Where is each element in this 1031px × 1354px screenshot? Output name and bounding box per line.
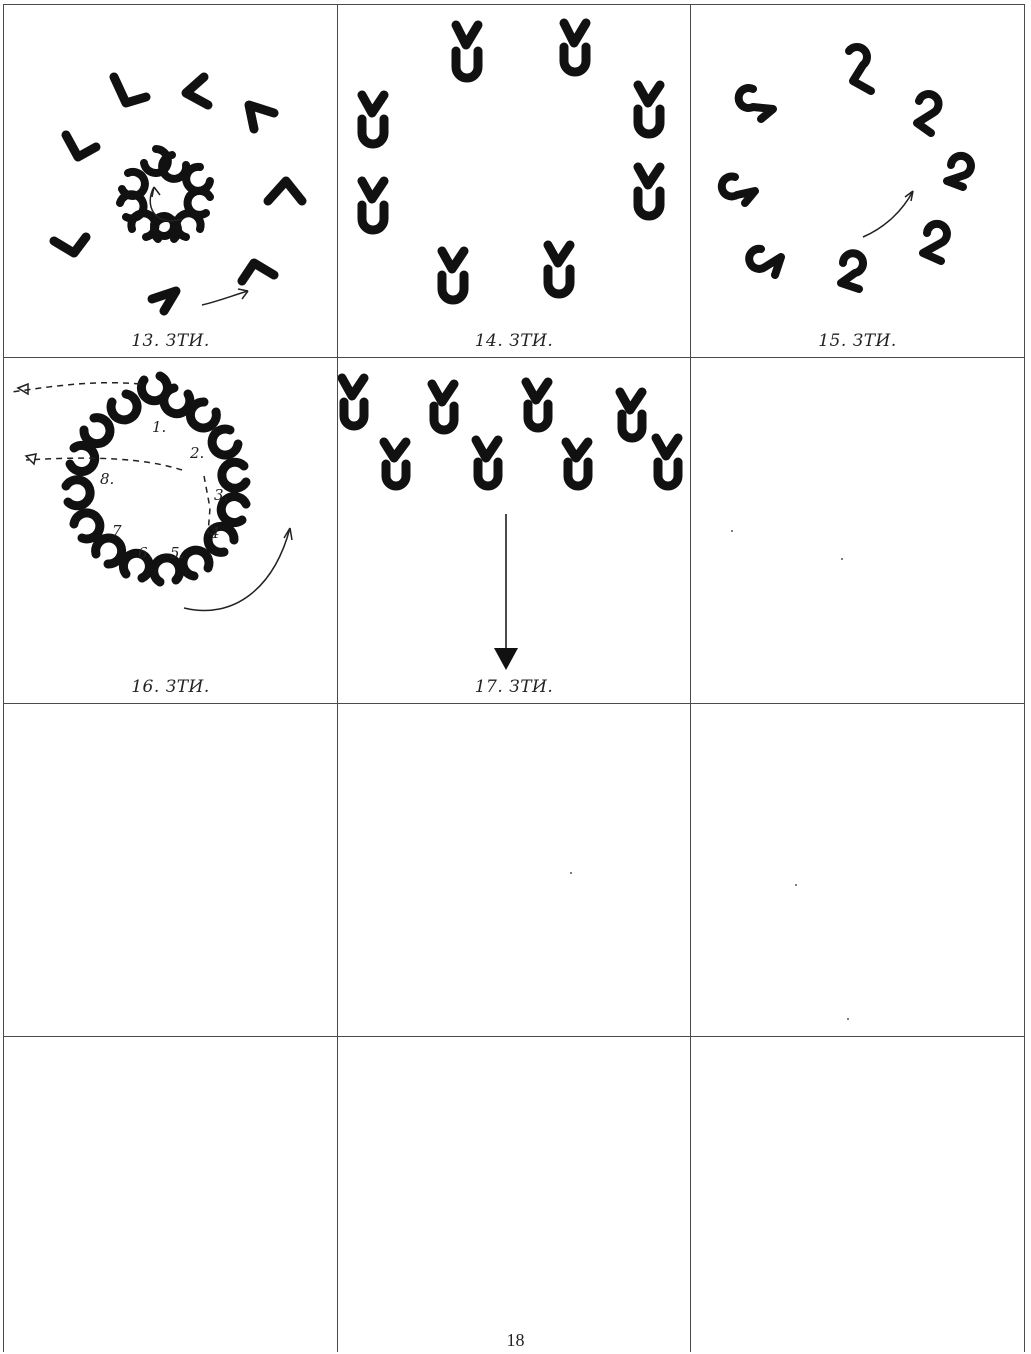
figure-16: 1. 2. 3. 4 5. 6. 7 8. 16. ЗТИ. [4,358,337,703]
figure-13: 13. ЗТИ. [4,5,337,357]
y-over-u-icon [342,378,678,486]
segment-label: 6. [138,544,152,562]
figure-13-caption: 13. ЗТИ. [4,331,337,351]
segment-label: 2. [189,444,204,462]
figure-14-drawing [338,5,690,357]
segment-label: 8. [100,470,114,488]
chevron-icon [186,77,208,105]
segment-label: 4 [209,524,220,542]
empty-cell [691,1037,1024,1351]
segment-label: 5. [170,544,184,562]
down-arrow-icon [494,514,518,670]
empty-cell [338,704,690,1036]
figure-17-drawing [338,358,690,703]
chevron-icon [268,181,302,201]
empty-cell [691,358,1024,703]
swirl-icon [722,47,971,289]
chevron-icon [114,77,146,103]
chevron-icon [249,105,274,129]
chevron-icon [242,263,274,281]
figure-17-caption: 17. ЗТИ. [338,677,690,697]
chevron-icon [54,237,86,253]
figure-15: 15. ЗТИ. [691,5,1024,357]
segment-label: 7 [112,522,122,540]
empty-cell [691,704,1024,1036]
figure-16-caption: 16. ЗТИ. [4,677,337,697]
segment-label: 1. [152,418,166,436]
empty-cell [338,1037,690,1351]
figure-14-caption: 14. ЗТИ. [338,331,690,351]
chevron-icon [152,291,176,311]
figure-13-drawing [4,5,337,357]
chevron-icon [66,135,96,157]
grid-line-v3 [1024,4,1025,1352]
page-number: 18 [0,1330,1031,1351]
figure-grid: 13. ЗТИ. 14. ЗТИ. [3,4,1025,1352]
empty-cell [4,1037,337,1351]
empty-cell [4,704,337,1036]
segment-label: 3. [214,486,228,504]
figure-15-caption: 15. ЗТИ. [691,331,1024,351]
y-over-u-icon [362,23,660,300]
figure-15-drawing [691,5,1024,357]
figure-16-drawing: 1. 2. 3. 4 5. 6. 7 8. [4,358,337,703]
figure-14: 14. ЗТИ. [338,5,690,357]
figure-17: 17. ЗТИ. [338,358,690,703]
